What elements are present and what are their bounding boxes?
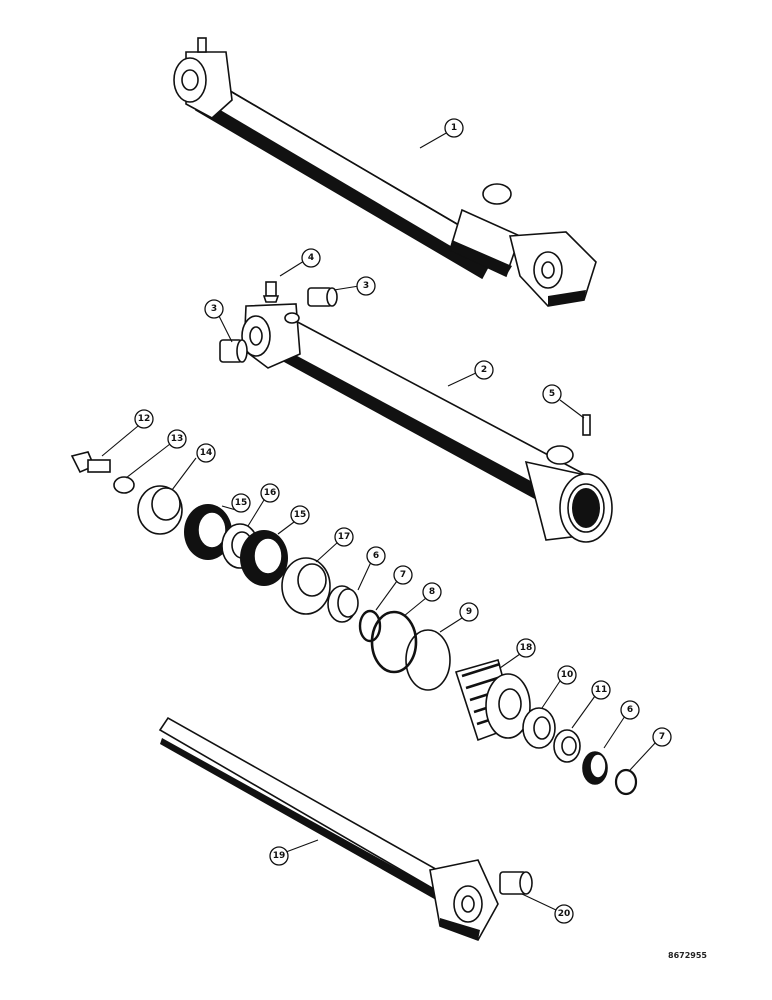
- callout-part-7a: 7: [400, 570, 406, 580]
- callout-part-7b: 7: [659, 732, 665, 742]
- callout-part-17: 17: [338, 532, 351, 542]
- callout-part-15b: 15: [294, 510, 307, 520]
- cylinder-barrel: [241, 303, 613, 543]
- callout-part-12: 12: [138, 414, 151, 424]
- callout-part-20: 20: [558, 909, 571, 919]
- rod-seal: [553, 729, 581, 763]
- callout-part-1: 1: [451, 123, 457, 133]
- callout-part-18: 18: [520, 643, 533, 653]
- document-id: 8672955: [668, 951, 707, 960]
- piston-nut: [137, 485, 183, 535]
- callout-part-2: 2: [481, 365, 487, 375]
- piston-seal-left: [184, 504, 232, 560]
- callout-part-6b: 6: [627, 705, 633, 715]
- bolt: [70, 451, 111, 474]
- cylinder-assembly: [173, 37, 597, 307]
- o-ring-upper: [358, 609, 382, 643]
- callout-part-4: 4: [308, 253, 314, 263]
- set-screw: [582, 414, 591, 436]
- callout-part-8: 8: [429, 587, 435, 597]
- callout-part-14: 14: [200, 448, 213, 458]
- callout-part-3b: 3: [211, 304, 217, 314]
- piston-rod: [158, 716, 499, 941]
- wiper-seal: [522, 707, 556, 749]
- callout-circles: [134, 118, 672, 924]
- gland: [454, 659, 531, 742]
- callout-part-19: 19: [273, 851, 286, 861]
- callout-part-5: 5: [549, 389, 555, 399]
- wear-ring-lower: [582, 751, 608, 785]
- callout-part-15a: 15: [235, 498, 248, 508]
- bushing-right: [307, 287, 338, 307]
- washer: [113, 476, 135, 494]
- grease-fitting: [262, 281, 280, 303]
- bushing-left: [219, 339, 248, 363]
- callout-part-9: 9: [466, 607, 472, 617]
- callout-part-11: 11: [595, 685, 608, 695]
- callout-part-10: 10: [561, 670, 574, 680]
- rod-bushing: [499, 871, 533, 895]
- callout-part-13: 13: [171, 434, 184, 444]
- leader-lines: [101, 131, 657, 911]
- wear-ring-upper: [327, 585, 359, 623]
- piston: [281, 557, 331, 615]
- callout-labels: 1 2 3 3 4 5 12 13 14 15 16 15 17 6 7 8 9…: [138, 123, 665, 919]
- backup-ring: [405, 629, 451, 691]
- o-ring-lower: [614, 768, 638, 796]
- callout-part-3a: 3: [363, 281, 369, 291]
- callout-part-16: 16: [264, 488, 277, 498]
- callout-part-6a: 6: [373, 551, 379, 561]
- piston-seal-right: [240, 530, 288, 586]
- o-ring-large: [370, 610, 418, 674]
